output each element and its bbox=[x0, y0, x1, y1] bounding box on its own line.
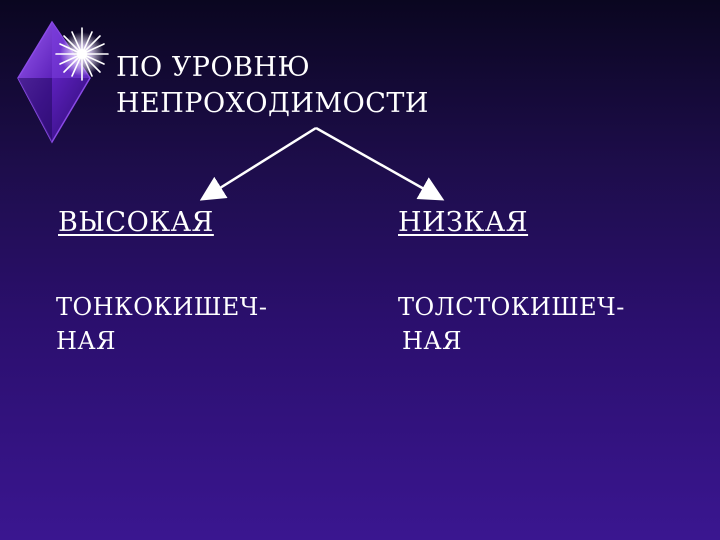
branch-heading-low: НИЗКАЯ bbox=[398, 207, 529, 238]
branch-detail-high: ТОНКОКИШЕЧ- НАЯ bbox=[56, 290, 267, 358]
branch-detail-low: ТОЛСТОКИШЕЧ- НАЯ bbox=[398, 290, 625, 358]
title-line-2: НЕПРОХОДИМОСТИ bbox=[116, 88, 429, 119]
title-line-1: ПО УРОВНЮ bbox=[116, 52, 311, 83]
slide-title: ПО УРОВНЮ НЕПРОХОДИМОСТИ bbox=[116, 50, 429, 122]
branch-heading-high: ВЫСОКАЯ bbox=[58, 207, 214, 238]
detail-line-2: НАЯ bbox=[56, 327, 116, 355]
arrow-left bbox=[199, 126, 317, 201]
detail-line-1: ТОЛСТОКИШЕЧ- bbox=[398, 293, 625, 321]
detail-line-1: ТОНКОКИШЕЧ- bbox=[56, 293, 268, 321]
detail-line-2: НАЯ bbox=[402, 327, 462, 355]
arrow-right bbox=[315, 126, 445, 201]
diamond-star-icon bbox=[17, 20, 109, 144]
